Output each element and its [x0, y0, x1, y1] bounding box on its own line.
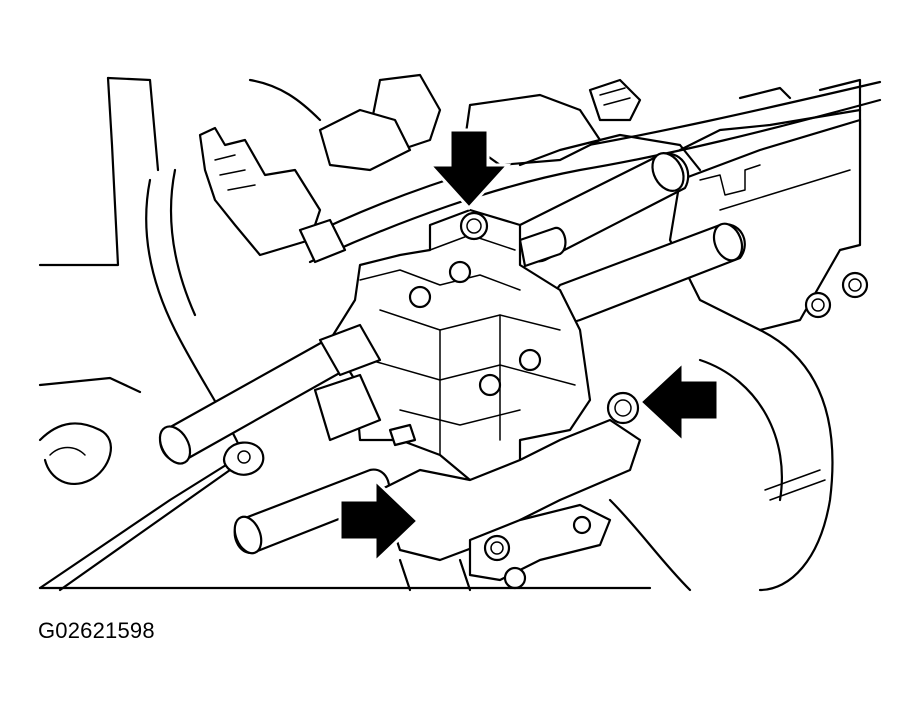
valve-body — [313, 208, 592, 482]
bolt-right — [606, 391, 640, 425]
cylinder-components — [158, 152, 746, 555]
bolt-arrow-right — [637, 358, 720, 446]
bolt-arrow-top — [426, 128, 512, 211]
bolt-arrow-bottom — [338, 476, 421, 566]
figure-id-label: G02621598 — [38, 618, 155, 643]
upper-connectors — [198, 73, 702, 264]
engine-bay-outline — [38, 76, 322, 592]
right-bracket — [668, 118, 869, 592]
indicator-arrows — [338, 128, 720, 566]
lower-bracket — [38, 418, 692, 592]
bolt-top — [459, 211, 489, 241]
